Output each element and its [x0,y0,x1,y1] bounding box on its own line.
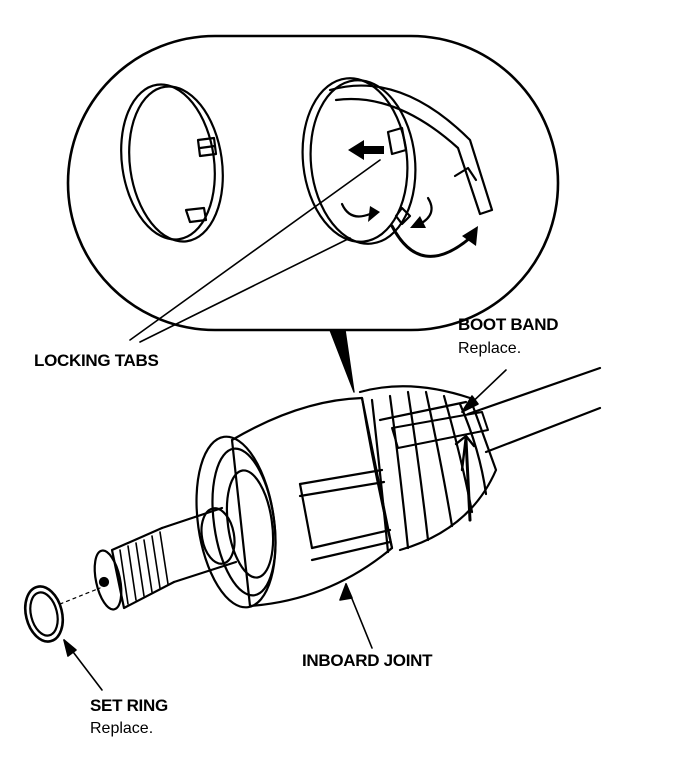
inset-frame [66,34,560,332]
closed-band [120,83,224,243]
detail-inset [66,34,560,393]
shaft-center-hole [98,576,110,588]
set-ring [23,585,101,643]
inboard-joint-label: INBOARD JOINT [302,651,433,670]
joint-boot [358,385,498,554]
joint-housing [195,396,394,609]
boot-band-label: BOOT BAND [458,315,559,334]
open-band [301,77,494,245]
locking-tab-leader-1 [129,159,381,341]
set-ring-note: Replace. [90,720,154,737]
set-ring-label: SET RING [90,696,168,715]
stub-shaft [93,506,238,611]
locking-tabs-label: LOCKING TABS [34,351,159,370]
leader-lines [63,369,507,691]
boot-band-note: Replace. [458,340,522,357]
inset-callout-wedge [329,329,355,393]
shaft-splines [119,531,169,605]
drive-shaft [466,366,602,454]
boot-band [391,411,489,449]
inset-arrows [340,140,478,258]
locking-tab-leader-2 [139,237,351,343]
